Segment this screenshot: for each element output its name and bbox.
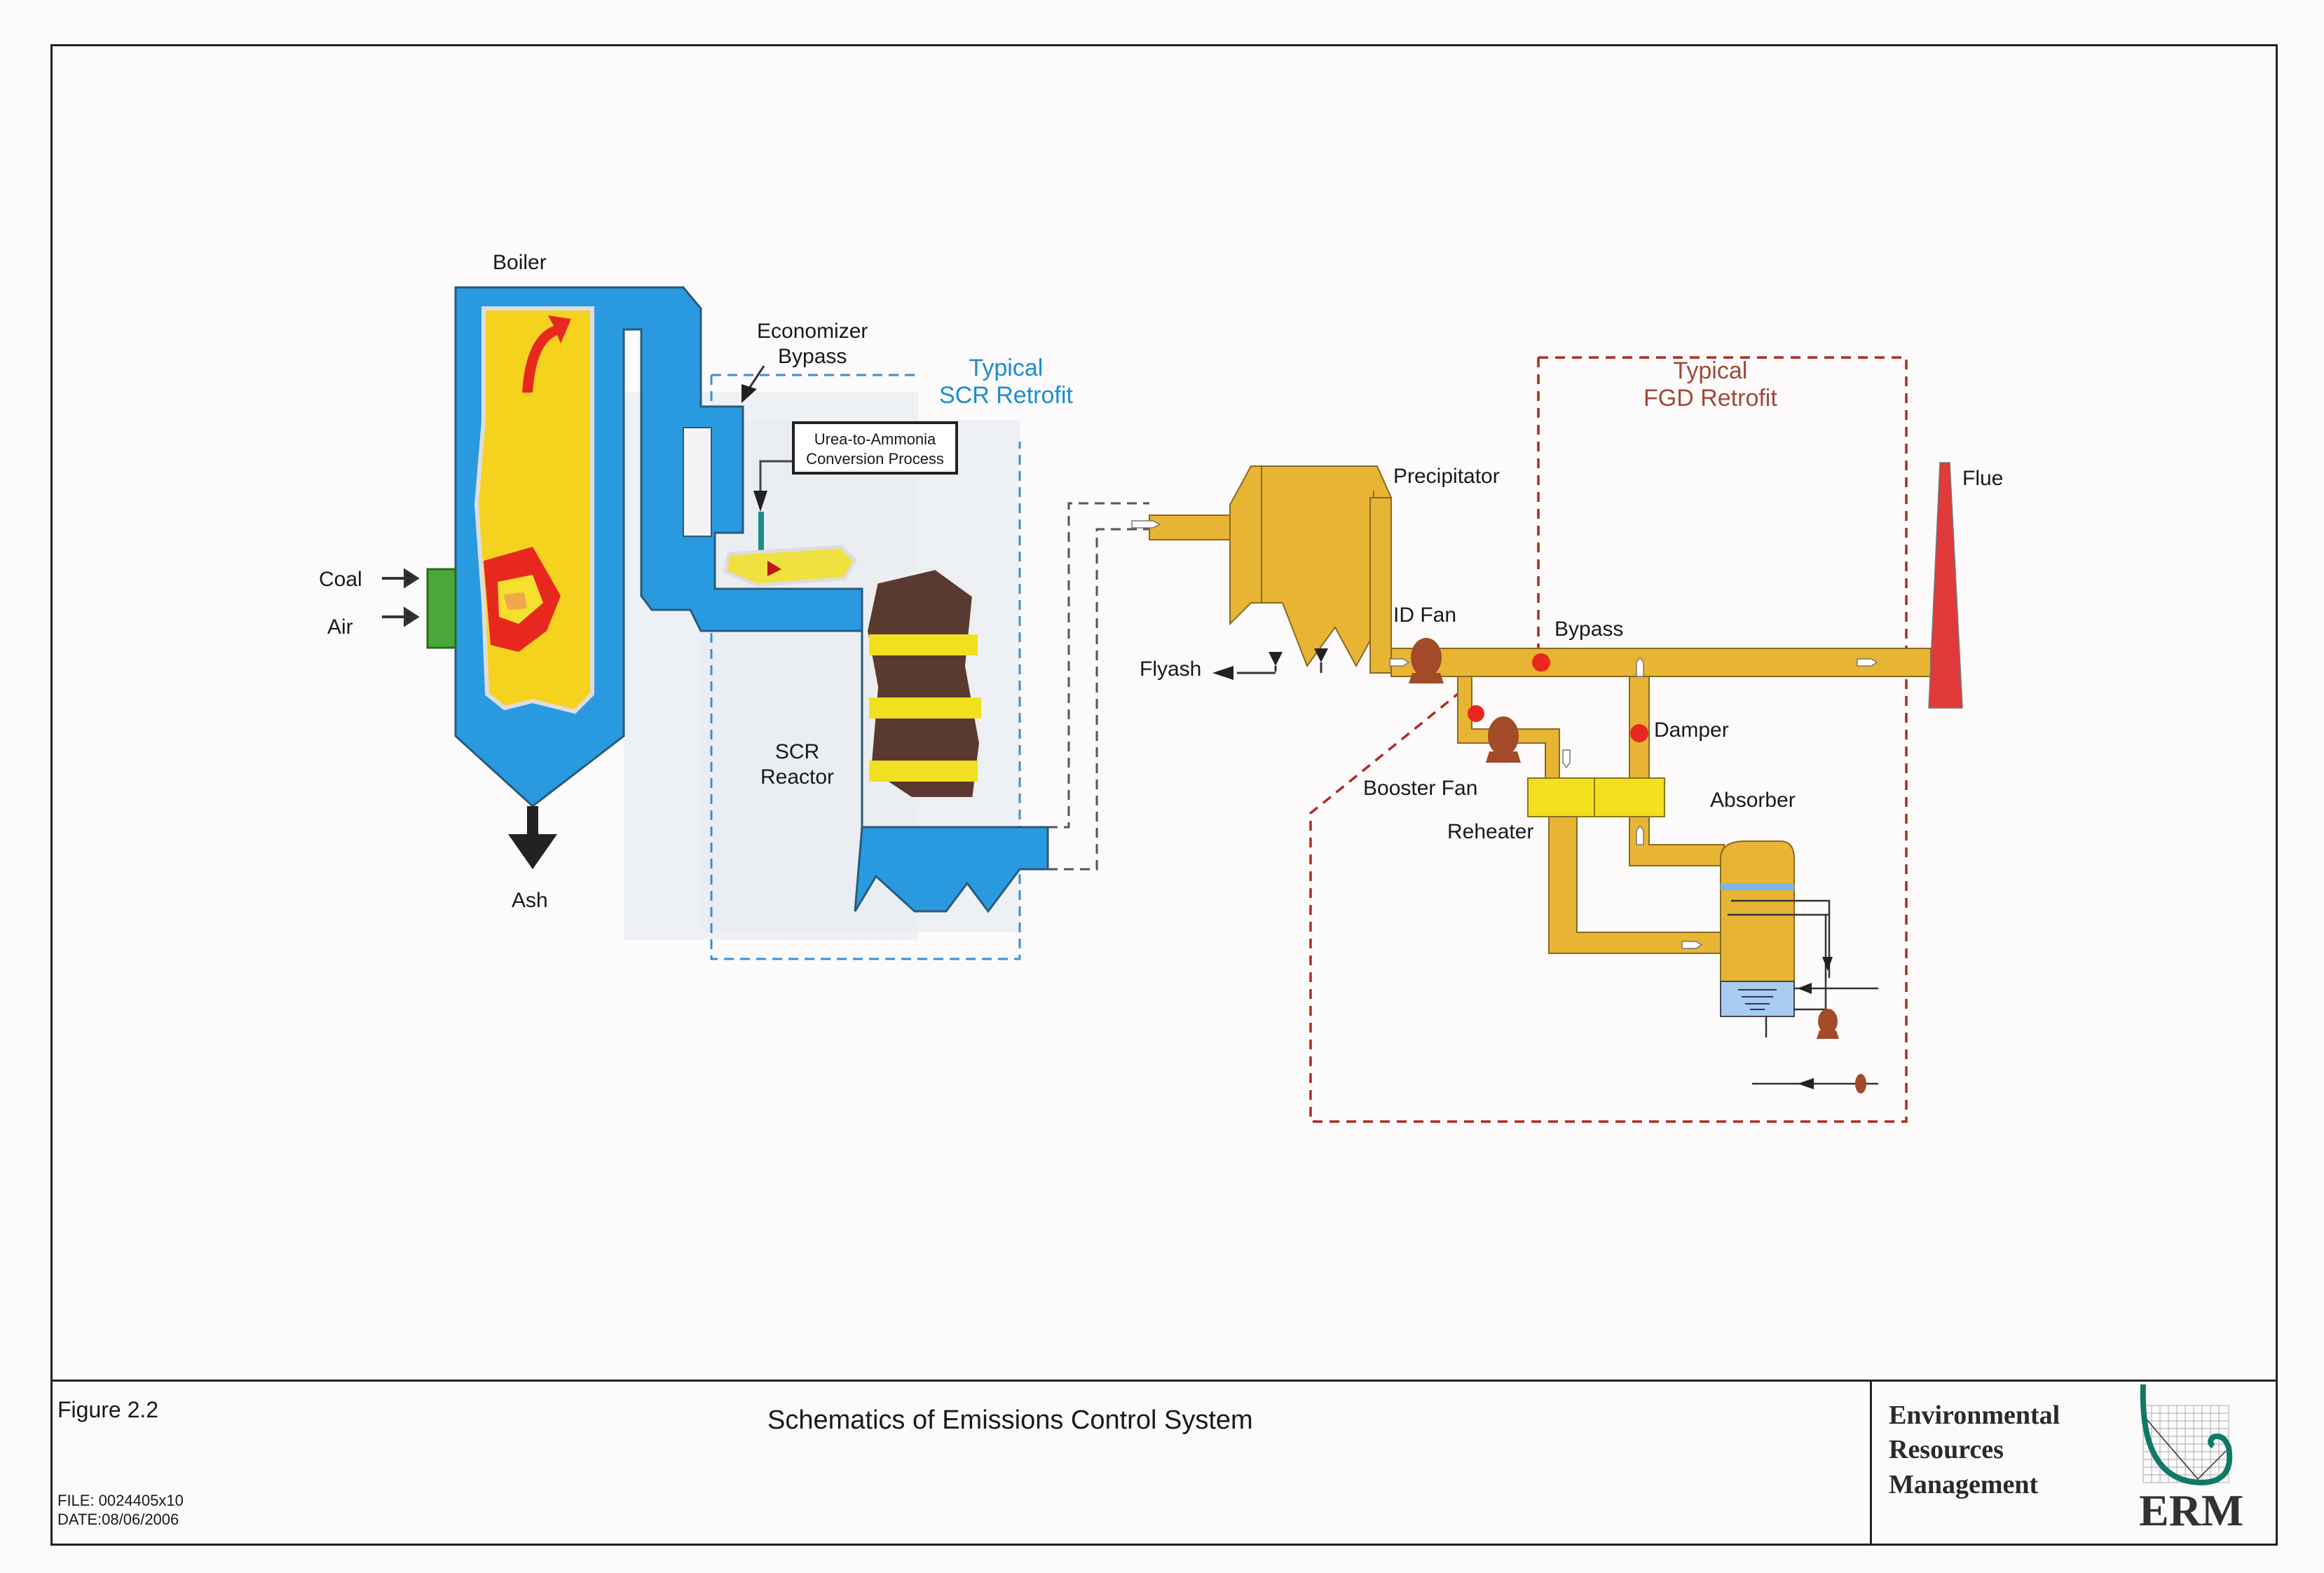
boiler	[426, 286, 1049, 913]
label-ash: Ash	[512, 889, 548, 912]
absorber-outlet-duct	[1629, 816, 1725, 866]
file-number: FILE: 0024405x10	[57, 1492, 184, 1509]
absorber	[1720, 840, 1878, 1089]
reheater	[1527, 777, 1665, 817]
scr-catalyst	[863, 565, 984, 801]
figure-title: Schematics of Emissions Control System	[767, 1405, 1253, 1435]
flow-arrows	[1131, 520, 1878, 949]
urea-injection	[723, 460, 858, 587]
flyash-line	[1237, 662, 1322, 674]
flyash-arrow-icon	[1212, 666, 1233, 680]
label-air: Air	[327, 615, 353, 639]
main-duct	[1390, 648, 1932, 677]
inlet-damper-icon	[1468, 705, 1484, 722]
id-fan-icon	[1409, 638, 1444, 683]
makeup-pump-icon	[1855, 1074, 1866, 1094]
erm-logo-icon	[2140, 1384, 2233, 1486]
drawing-frame	[50, 44, 2278, 1546]
label-bypass: Bypass	[1554, 618, 1624, 641]
label-reheater: Reheater	[1447, 820, 1534, 843]
economizer-inner	[683, 427, 712, 537]
booster-fan-icon	[1486, 716, 1521, 763]
label-coal: Coal	[319, 568, 362, 591]
file-date: DATE:08/06/2006	[57, 1511, 179, 1528]
label-booster-fan: Booster Fan	[1363, 777, 1478, 800]
fgd-retrofit-boundary	[1309, 356, 1908, 1123]
company-name: Environmental Resources Management	[1889, 1401, 2060, 1499]
label-absorber: Absorber	[1710, 789, 1796, 812]
label-boiler: Boiler	[493, 251, 547, 274]
scr-retrofit-boundary	[710, 374, 1021, 960]
scr-to-precipitator-duct	[1048, 502, 1149, 871]
label-flue: Flue	[1962, 467, 2004, 490]
label-damper: Damper	[1654, 719, 1729, 742]
arrow-down-icon	[753, 491, 767, 512]
recirculation-pump-icon	[1817, 1009, 1839, 1039]
burner	[426, 568, 457, 649]
title-block	[50, 1380, 2278, 1546]
label-flyash: Flyash	[1140, 658, 1202, 681]
label-id-fan: ID Fan	[1393, 604, 1457, 627]
flow-arrow-icon	[522, 315, 571, 393]
flue-stack	[1928, 462, 1963, 709]
outlet-damper-icon	[1630, 724, 1648, 742]
logo-cell	[1870, 1380, 2278, 1546]
air-arrow-icon	[382, 606, 420, 627]
boiler-shell	[454, 286, 1049, 913]
ash-arrow-icon	[508, 806, 557, 869]
bypass-damper-icon	[1532, 653, 1550, 672]
figure-number: Figure 2.2	[57, 1397, 159, 1422]
erm-wordmark: ERM	[2139, 1485, 2244, 1535]
precipitator	[1149, 465, 1392, 680]
coal-arrow-icon	[382, 568, 420, 589]
label-precipitator: Precipitator	[1393, 465, 1500, 488]
